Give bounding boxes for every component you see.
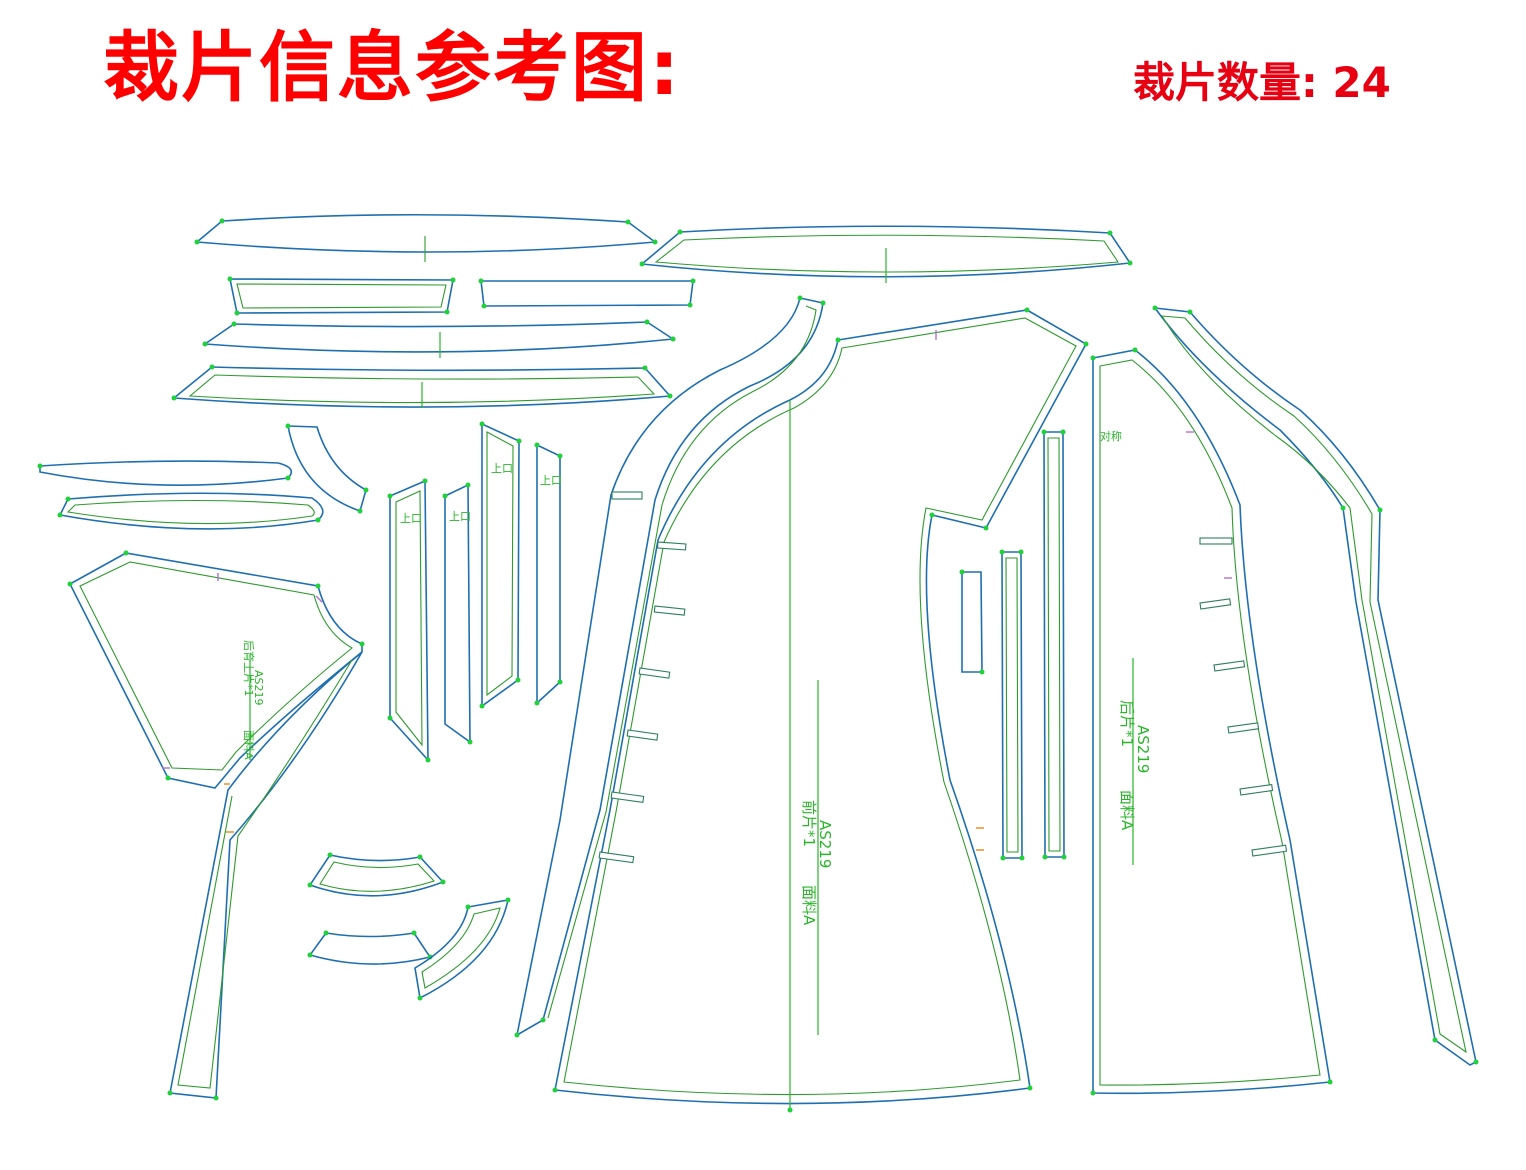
front-code: AS219 <box>816 820 834 868</box>
inner-strip-2 <box>999 549 1025 861</box>
back-upper-label: 后育上片*1 <box>242 640 256 697</box>
back-upper-material: 面料A <box>242 730 256 760</box>
collar-band-piece <box>639 225 1133 283</box>
sleeve-strip-left <box>167 651 363 1101</box>
waistband-piece-1 <box>194 213 658 262</box>
front-main-piece: AS219 前片*1 面料A <box>552 307 1089 1113</box>
page-title: 裁片信息参考图: <box>103 23 682 112</box>
back-material: 面料A <box>1118 790 1136 831</box>
pocket-label-4: 上口 <box>540 474 562 487</box>
back-name: 后片*1 <box>1118 700 1136 747</box>
mid-label: 对称 <box>1100 429 1122 443</box>
back-code: AS219 <box>1134 725 1152 773</box>
cuff-piece-right <box>478 278 696 309</box>
notch-marks <box>162 330 1232 851</box>
back-main-piece: 对称 后片*1 AS219 面料A <box>1090 347 1333 1096</box>
waistband-piece-2 <box>202 319 676 358</box>
pocket-strip-3: 上口 <box>479 421 522 709</box>
pocket-strip-1: 上口 <box>387 478 431 763</box>
small-curve-piece <box>414 897 511 1001</box>
pocket-strip-2: 上口 <box>442 482 473 745</box>
inner-strip-3 <box>1041 429 1067 860</box>
inner-strip-1 <box>959 569 985 675</box>
sleeve-strip-right <box>1152 305 1479 1066</box>
back-upper-code: AS219 <box>252 670 265 706</box>
front-name: 前片*1 <box>800 800 818 847</box>
front-material: 面料A <box>800 885 818 926</box>
pocket-strip-4: 上口 <box>534 442 563 706</box>
small-band-piece-1 <box>37 460 293 487</box>
facing-piece <box>285 423 369 514</box>
front-placket-strip <box>514 295 826 1038</box>
small-collar-piece-1 <box>307 852 446 897</box>
waistband-piece-3 <box>171 364 673 408</box>
pocket-label-3: 上口 <box>491 462 513 475</box>
back-upper-piece: 后育上片*1 AS219 面料A <box>67 550 365 789</box>
small-band-piece-2 <box>57 492 324 530</box>
piece-count: 裁片数量: 24 <box>1133 58 1391 107</box>
small-collar-piece-2 <box>307 930 433 965</box>
pocket-label-1: 上口 <box>400 512 422 525</box>
pocket-label-2: 上口 <box>449 510 471 523</box>
cuff-piece-left <box>227 276 456 316</box>
